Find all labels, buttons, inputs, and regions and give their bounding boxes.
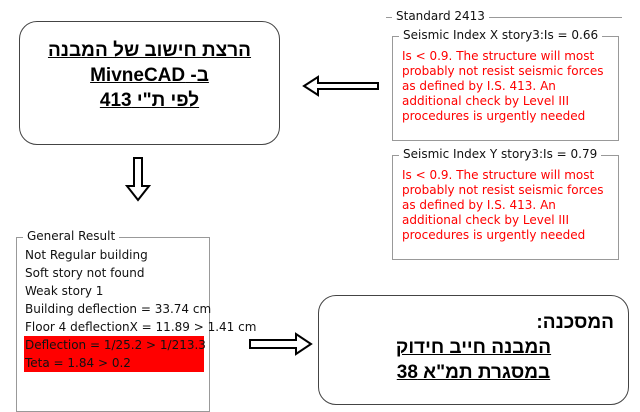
conclusion-line-2: במסגרת תמ"א 38 bbox=[396, 362, 551, 383]
process-box: הרצת חישוב של המבנה ב- MivneCAD לפי ת"י … bbox=[19, 21, 280, 145]
result-line-highlighted: Deflection = 1/25.2 > 1/213.3 bbox=[25, 338, 206, 352]
process-line-2: ב- MivneCAD bbox=[90, 65, 209, 86]
seismic-y-title: Seismic Index Y story3:Is = 0.79 bbox=[399, 147, 602, 161]
seismic-y-box: Seismic Index Y story3:Is = 0.79 Is < 0.… bbox=[392, 147, 619, 260]
result-line: Building deflection = 33.74 cm bbox=[25, 302, 212, 316]
right-arrow-icon bbox=[249, 332, 313, 356]
general-result-group: General Result Not Regular building Soft… bbox=[16, 229, 257, 412]
down-arrow-icon bbox=[125, 157, 151, 202]
conclusion-heading: המסכנה: bbox=[536, 312, 614, 333]
result-line-highlighted: Teta = 1.84 > 0.2 bbox=[25, 356, 131, 370]
process-line-3: לפי ת"י 413 bbox=[99, 90, 200, 111]
result-line: Soft story not found bbox=[25, 266, 145, 280]
seismic-x-message: Is < 0.9. The structure will most probab… bbox=[402, 49, 604, 123]
standard-group: Standard 2413 bbox=[386, 9, 622, 268]
seismic-x-title: Seismic Index X story3:Is = 0.66 bbox=[399, 28, 603, 42]
process-line-1: הרצת חישוב של המבנה bbox=[47, 40, 252, 61]
conclusion-box: המסכנה: המבנה חייב חידוק במסגרת תמ"א 38 bbox=[318, 295, 629, 405]
result-line: Not Regular building bbox=[25, 248, 148, 262]
result-line: Weak story 1 bbox=[25, 284, 104, 298]
result-line: Floor 4 deflectionX = 11.89 > 1.41 cm bbox=[25, 320, 257, 334]
highlighted-results: Deflection = 1/25.2 > 1/213.3 Teta = 1.8… bbox=[24, 336, 206, 372]
seismic-y-message: Is < 0.9. The structure will most probab… bbox=[402, 168, 604, 242]
left-arrow-icon bbox=[302, 75, 379, 97]
conclusion-line-1: המבנה חייב חידוק bbox=[395, 337, 552, 358]
standard-group-title: Standard 2413 bbox=[392, 9, 489, 23]
general-result-title: General Result bbox=[23, 229, 120, 243]
seismic-x-box: Seismic Index X story3:Is = 0.66 Is < 0.… bbox=[392, 28, 619, 141]
